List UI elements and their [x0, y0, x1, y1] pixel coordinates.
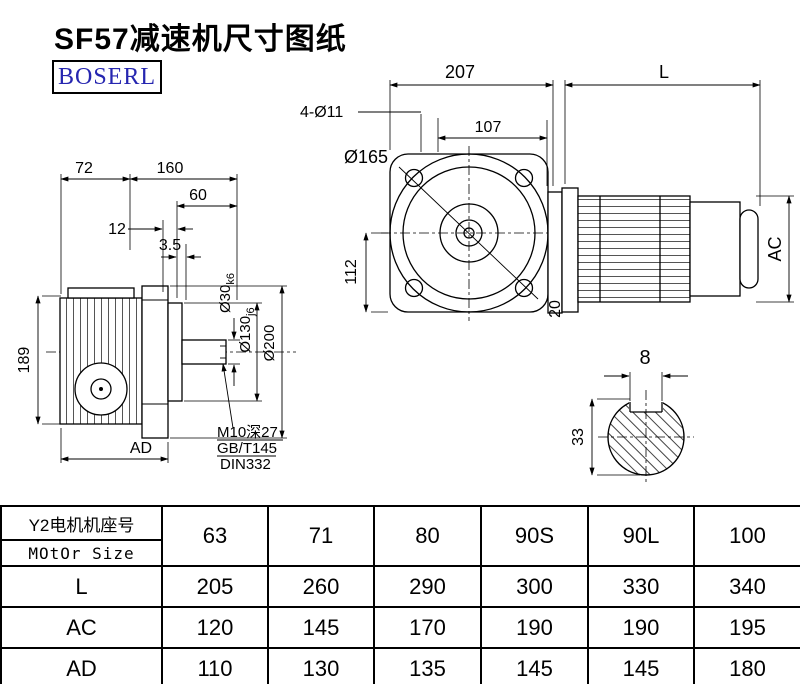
table-cell: 260	[267, 565, 375, 608]
note-m10-label: M10深27	[217, 424, 278, 441]
table-row-L: L 205 260 290 300 330 340	[0, 565, 800, 608]
dim-3-5-label: 3.5	[159, 237, 181, 254]
motor-body	[577, 195, 691, 303]
size-header-cell: 71	[267, 505, 375, 567]
table-cell: 135	[373, 647, 482, 684]
dim-112-label: 112	[343, 259, 360, 285]
table-row-AD: AD 110 130 135 145 145 180	[0, 647, 800, 684]
table-cell: 110	[161, 647, 269, 684]
row-label-cell: AD	[0, 647, 163, 684]
housing-cap	[67, 287, 135, 299]
table-row-AC: AC 120 145 170 190 190 195	[0, 606, 800, 649]
table-cell: 340	[693, 565, 800, 608]
row-label-cell: AC	[0, 606, 163, 649]
bolt-hole	[404, 278, 424, 298]
size-header-cell: 100	[693, 505, 800, 567]
dia-130-label: Ø130j6	[237, 307, 257, 352]
dim-12-label: 12	[108, 221, 126, 238]
bore-center	[99, 387, 103, 391]
table-header-row: Y2电机机座号 MOtOr Size 63 71 80 90S 90L 100	[0, 505, 800, 567]
dim-20-label: 20	[547, 300, 564, 318]
motor-fan-cap	[739, 209, 759, 289]
dim-160-label: 160	[157, 160, 184, 177]
table-cell: 190	[587, 606, 695, 649]
motor-rear-housing	[689, 201, 741, 297]
motor-size-header-cell: Y2电机机座号 MOtOr Size	[0, 505, 163, 567]
motor-size-label-cn: Y2电机机座号	[2, 507, 161, 541]
size-header-cell: 90S	[480, 505, 589, 567]
size-header-cell: 80	[373, 505, 482, 567]
dim-4xo11-label: 4-Ø11	[300, 104, 343, 121]
table-cell: 145	[587, 647, 695, 684]
right-view: Ø165 207 L 4-Ø11 107 112 20	[300, 62, 794, 321]
dimension-table: Y2电机机座号 MOtOr Size 63 71 80 90S 90L 100 …	[0, 505, 800, 684]
table-cell: 290	[373, 565, 482, 608]
dim-107-label: 107	[475, 119, 502, 136]
table-cell: 170	[373, 606, 482, 649]
row-label-cell: L	[0, 565, 163, 608]
size-header-cell: 90L	[587, 505, 695, 567]
table-cell: 195	[693, 606, 800, 649]
table-cell: 145	[480, 647, 589, 684]
shaft-section-view: 8 33	[570, 347, 694, 485]
table-cell: 205	[161, 565, 269, 608]
table-cell: 190	[480, 606, 589, 649]
brand-logo-text: BOSERL	[57, 63, 156, 90]
bolt-hole	[514, 168, 534, 188]
flange-spigot	[167, 302, 183, 402]
table-cell: 130	[267, 647, 375, 684]
dia-165-label: Ø165	[344, 147, 388, 167]
bolt-hole	[514, 278, 534, 298]
dim-8-label: 8	[639, 347, 650, 369]
gearbox-adapter	[547, 191, 563, 314]
table-cell: 180	[693, 647, 800, 684]
bolt-hole	[404, 168, 424, 188]
technical-drawing: 72 160 60 12 3.5 189 AD Ø30k6	[16, 62, 794, 485]
dim-l-label: L	[659, 62, 669, 82]
dia-200-label: Ø200	[261, 325, 278, 362]
dim-ac-label: AC	[765, 236, 785, 261]
page-title: SF57减速机尺寸图纸	[54, 23, 347, 56]
dim-207-label: 207	[445, 62, 475, 82]
dim-189-label: 189	[16, 347, 33, 374]
table-cell: 330	[587, 565, 695, 608]
motor-size-label-en: MOtOr Size	[28, 544, 135, 563]
output-flange	[141, 285, 169, 439]
left-view: 72 160 60 12 3.5 189 AD Ø30k6	[16, 160, 296, 473]
output-shaft	[181, 339, 227, 365]
note-din-label: DIN332	[220, 456, 271, 473]
table-cell: 120	[161, 606, 269, 649]
dim-33-label: 33	[570, 428, 587, 446]
dim-ad-label: AD	[130, 440, 152, 457]
motor-flange	[561, 187, 579, 313]
dim-60-label: 60	[189, 187, 207, 204]
table-cell: 145	[267, 606, 375, 649]
brand-logo: BOSERL	[52, 60, 162, 94]
table-cell: 300	[480, 565, 589, 608]
size-header-cell: 63	[161, 505, 269, 567]
dim-72-label: 72	[75, 160, 93, 177]
note-gb-label: GB/T145	[217, 440, 277, 457]
dia-30-label: Ø30k6	[217, 273, 237, 313]
